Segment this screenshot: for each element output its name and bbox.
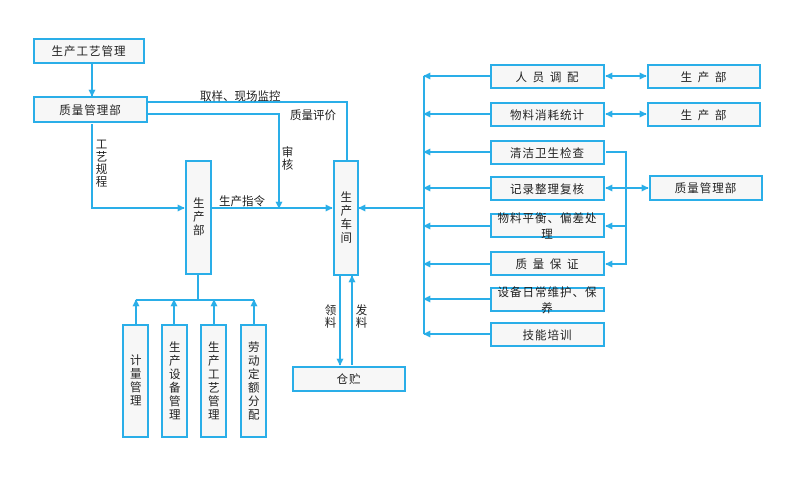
material-balance-box: 物料平衡、偏差处理	[490, 211, 605, 241]
production-dept-box: 生产部	[185, 160, 212, 275]
material-stats-box: 物料消耗统计	[490, 102, 605, 127]
warehouse-box: 仓贮	[292, 366, 406, 392]
metering-box: 计量管理	[122, 324, 149, 438]
quality-dept-box-2: 质量管理部	[649, 175, 763, 201]
workshop-box: 生产车间	[333, 160, 359, 276]
issue-label: 发料	[354, 304, 369, 329]
labor-box: 劳动定额分配	[240, 324, 267, 438]
production-order-label: 生产指令	[219, 194, 265, 208]
equipment-box: 生产设备管理	[161, 324, 188, 438]
process-box: 生产工艺管理	[200, 324, 227, 438]
training-box: 技能培训	[490, 322, 605, 347]
qa-box: 质 量 保 证	[490, 251, 605, 276]
prod-dept-box-1: 生 产 部	[647, 64, 761, 89]
staffing-box: 人 员 调 配	[490, 64, 605, 89]
sampling-label: 取样、现场监控	[200, 89, 281, 103]
cleaning-box: 清洁卫生检查	[490, 140, 605, 165]
quality-eval-label: 质量评价	[290, 108, 336, 122]
quality-dept-box: 质量管理部	[33, 96, 148, 123]
maintenance-box: 设备日常维护、保养	[490, 285, 605, 315]
process-rules-label: 工艺规程	[94, 138, 109, 188]
audit-label: 审核	[280, 146, 295, 171]
prod-dept-box-2: 生 产 部	[647, 102, 761, 127]
records-box: 记录整理复核	[490, 176, 605, 201]
receive-label: 领料	[323, 304, 338, 329]
process-mgmt-box: 生产工艺管理	[33, 38, 145, 64]
